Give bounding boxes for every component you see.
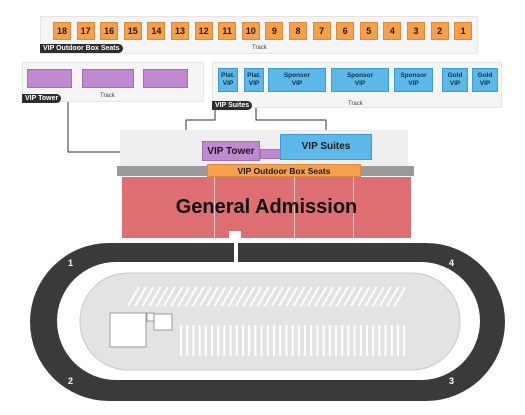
infield-parking-mark xyxy=(141,286,155,307)
outdoor-box-seat-section[interactable]: 6 xyxy=(336,22,355,40)
infield-parking-mark xyxy=(170,286,184,307)
infield-parking-mark xyxy=(227,286,241,307)
infield-parking-mark xyxy=(263,286,277,307)
ga-divider xyxy=(353,177,354,238)
vip-suite-box-label: Sponsor VIP xyxy=(346,72,374,87)
vip-suite-box[interactable]: Plat. VIP xyxy=(218,68,238,92)
outdoor-box-seat-section[interactable]: 9 xyxy=(265,22,284,40)
infield-parking-mark xyxy=(206,286,220,307)
vip-tower-track-label: Track xyxy=(100,93,115,99)
infield-parking-mark xyxy=(371,286,385,307)
infield-parking-mark xyxy=(386,286,400,307)
turn-3-label: 3 xyxy=(449,376,455,386)
infield-parking-mark xyxy=(321,286,335,307)
ga-entrance xyxy=(229,231,241,239)
vip-suite-box-label: Sponsor VIP xyxy=(283,72,311,87)
outdoor-box-seat-section[interactable]: 1 xyxy=(454,22,473,40)
infield-parking-mark xyxy=(256,286,270,307)
outdoor-box-seat-section[interactable]: 10 xyxy=(241,22,260,40)
infield-parking-mark xyxy=(335,286,349,307)
vip-suites-tag: VIP Suites xyxy=(212,101,253,110)
outdoor-box-seat-section[interactable]: 13 xyxy=(171,22,189,40)
infield-parking-mark xyxy=(191,286,205,307)
infield-parking-mark xyxy=(278,286,292,307)
infield-parking-mark xyxy=(285,286,299,307)
infield-parking-mark xyxy=(134,286,148,307)
outdoor-box-seat-section[interactable]: 5 xyxy=(359,22,378,40)
ga-divider xyxy=(214,177,215,238)
outdoor-box-seat-section[interactable]: 18 xyxy=(53,22,71,40)
vip-tower-section[interactable]: VIP Tower xyxy=(202,141,260,161)
infield-parking-mark xyxy=(235,286,248,307)
vip-suite-box[interactable]: Sponsor VIP xyxy=(268,68,326,92)
infield-parking-mark xyxy=(249,286,263,307)
vip-tower-label: VIP Tower xyxy=(207,145,255,157)
infield-parking-mark xyxy=(379,286,392,307)
infield-parking-mark xyxy=(314,286,328,307)
vip-suite-box[interactable]: Sponsor VIP xyxy=(331,68,389,92)
turn-4-label: 4 xyxy=(449,258,455,268)
infield-parking-mark xyxy=(163,286,176,307)
infield-parking-mark xyxy=(177,286,191,307)
vip-outdoor-box-seats-tag: VIP Outdoor Box Seats xyxy=(40,44,123,53)
outdoor-box-seat-section[interactable]: 16 xyxy=(100,22,119,40)
ga-divider xyxy=(294,177,295,238)
vip-suite-box[interactable]: Gold VIP xyxy=(472,68,498,92)
general-admission-section[interactable] xyxy=(122,177,411,238)
vip-outdoor-box-seats-label: VIP Outdoor Box Seats xyxy=(237,165,331,176)
vip-tower-box[interactable] xyxy=(143,69,188,88)
infield-parking-mark xyxy=(350,286,364,307)
outdoor-box-seat-section[interactable]: 2 xyxy=(430,22,449,40)
outdoor-box-seat-section[interactable]: 3 xyxy=(407,22,425,40)
vip-suite-box[interactable]: Sponsor VIP xyxy=(394,68,433,92)
general-admission-label: General Admission xyxy=(175,195,358,218)
vip-suite-box-label: Sponsor VIP xyxy=(400,72,427,87)
top-track-label: Track xyxy=(252,45,267,51)
infield-parking-mark xyxy=(393,286,407,307)
vip-suite-box[interactable]: Plat. VIP xyxy=(244,68,264,92)
general-admission-label-wrap: General Admission xyxy=(122,194,411,220)
infield-parking-mark xyxy=(343,286,356,307)
infield-parking-mark xyxy=(220,286,234,307)
infield-parking-mark xyxy=(213,286,227,307)
infield-parking-mark xyxy=(299,286,313,307)
outdoor-box-seat-section[interactable]: 12 xyxy=(194,22,213,40)
infield-parking-mark xyxy=(148,286,162,307)
vip-outdoor-box-seats-section[interactable]: VIP Outdoor Box Seats xyxy=(207,164,361,177)
vip-suite-box-label: Gold VIP xyxy=(477,72,493,87)
infield-parking-mark xyxy=(127,286,140,307)
vip-suite-box-label: Plat. VIP xyxy=(247,72,261,87)
outdoor-box-seat-section[interactable]: 15 xyxy=(123,22,142,40)
outdoor-box-seat-section[interactable]: 4 xyxy=(383,22,402,40)
turn-1-label: 1 xyxy=(68,258,74,268)
infield-parking-mark xyxy=(271,286,284,307)
outdoor-box-seat-section[interactable]: 17 xyxy=(76,22,95,40)
outdoor-box-seat-section[interactable]: 7 xyxy=(312,22,331,40)
infield-parking-mark xyxy=(364,286,378,307)
turn-2-label: 2 xyxy=(68,376,74,386)
infield-parking-mark xyxy=(199,286,212,307)
vip-suite-box-label: Plat. VIP xyxy=(221,72,235,87)
infield-parking-mark xyxy=(184,286,198,307)
vip-suites-section[interactable]: VIP Suites xyxy=(280,134,372,160)
infield-parking-mark xyxy=(357,286,371,307)
outdoor-box-seat-section[interactable]: 8 xyxy=(289,22,307,40)
vip-suites-track-label: Track xyxy=(348,101,363,107)
outdoor-box-seat-section[interactable]: 11 xyxy=(218,22,237,40)
vip-suite-box-label: Gold VIP xyxy=(447,72,463,87)
vip-suite-box[interactable]: Gold VIP xyxy=(442,68,468,92)
vip-tower-box[interactable] xyxy=(82,69,134,88)
infield-parking-mark xyxy=(328,286,342,307)
infield-parking-mark xyxy=(242,286,256,307)
infield-parking-mark xyxy=(307,286,320,307)
vip-suites-label: VIP Suites xyxy=(301,141,351,152)
vip-tower-box[interactable] xyxy=(27,69,72,88)
vip-tower-tag: VIP Tower xyxy=(22,94,62,103)
outdoor-box-seat-section[interactable]: 14 xyxy=(147,22,166,40)
infield-parking-mark xyxy=(155,286,169,307)
infield-parking-mark xyxy=(292,286,306,307)
